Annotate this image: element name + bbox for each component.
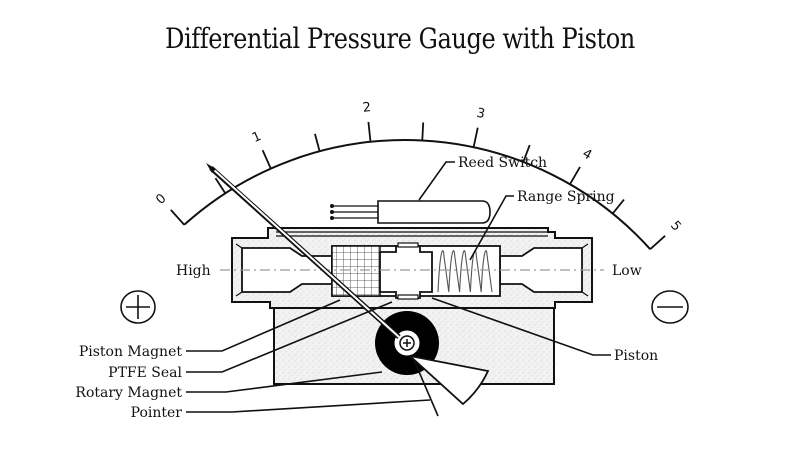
leader-ptfe-seal bbox=[186, 301, 393, 373]
label-range-spring: Range Spring bbox=[517, 189, 615, 205]
lead-dot bbox=[330, 210, 334, 214]
scale-label-2: 2 bbox=[362, 100, 372, 116]
scale-label-1: 1 bbox=[250, 129, 264, 146]
scale-label-3: 3 bbox=[475, 106, 486, 122]
major-tick bbox=[649, 235, 666, 250]
piston bbox=[379, 245, 433, 299]
minor-tick bbox=[611, 198, 625, 215]
scale-label-4: 4 bbox=[580, 146, 595, 163]
label-low: Low bbox=[612, 263, 642, 279]
ptfe-seal-bottom bbox=[397, 294, 419, 300]
major-tick bbox=[472, 127, 479, 148]
minus-icon bbox=[651, 290, 689, 324]
major-tick bbox=[261, 149, 272, 169]
minor-tick bbox=[214, 177, 227, 194]
leader-piston-magnet bbox=[186, 299, 341, 352]
lead-dot bbox=[330, 216, 334, 220]
leader-reed-switch bbox=[418, 161, 455, 201]
leader-piston bbox=[431, 297, 611, 356]
plus-icon bbox=[120, 290, 156, 324]
diagram-title: Differential Pressure Gauge with Piston bbox=[165, 22, 635, 55]
label-rotary-magnet: Rotary Magnet bbox=[75, 385, 182, 401]
label-pointer: Pointer bbox=[131, 405, 183, 421]
pressure-body bbox=[231, 227, 593, 309]
scale-arc bbox=[183, 139, 651, 250]
minor-tick bbox=[314, 133, 321, 152]
label-piston: Piston bbox=[614, 348, 658, 364]
label-ptfe-seal: PTFE Seal bbox=[108, 365, 182, 381]
label-high: High bbox=[176, 263, 211, 279]
leader-range-spring bbox=[469, 195, 514, 261]
gauge-scale: 0 1 2 3 4 5 bbox=[153, 100, 684, 250]
leader-rotary-magnet bbox=[186, 371, 383, 393]
range-spring bbox=[437, 250, 493, 293]
piston-magnet bbox=[331, 245, 381, 297]
leader-lines bbox=[186, 161, 611, 413]
label-reed-switch: Reed Switch bbox=[458, 155, 547, 171]
scale-label-5: 5 bbox=[667, 218, 684, 234]
major-tick bbox=[569, 166, 581, 185]
minor-tick bbox=[421, 122, 425, 141]
major-tick bbox=[367, 121, 372, 142]
pointer-sector bbox=[407, 354, 490, 406]
reed-switch bbox=[330, 200, 491, 224]
lead-dot bbox=[330, 204, 334, 208]
major-tick bbox=[170, 209, 185, 226]
leader-pointer bbox=[186, 399, 431, 413]
scale-label-0: 0 bbox=[153, 191, 169, 208]
label-piston-magnet: Piston Magnet bbox=[79, 344, 183, 360]
minor-tick bbox=[522, 144, 531, 163]
pointer-needle bbox=[206, 163, 401, 339]
ptfe-seal-top bbox=[397, 242, 419, 248]
